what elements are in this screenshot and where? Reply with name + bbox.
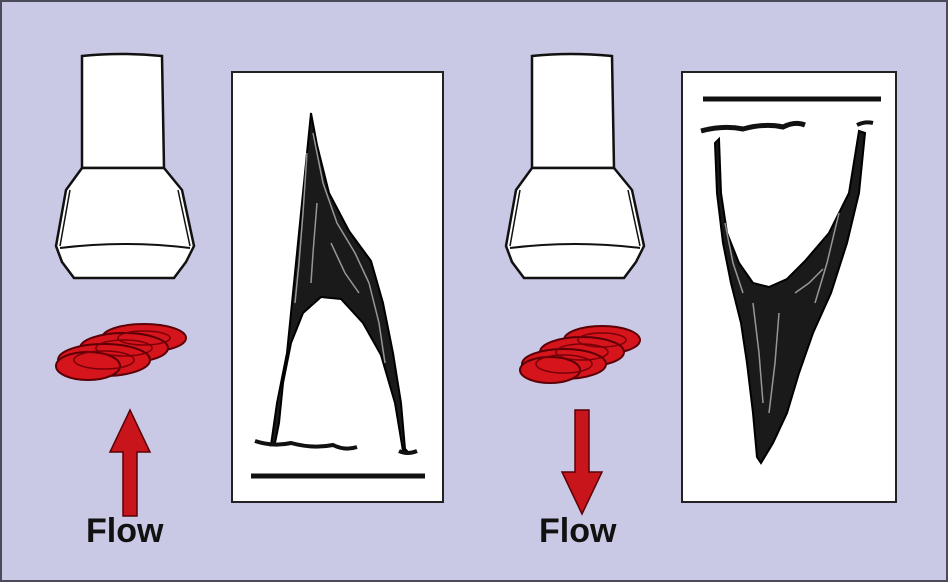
flow-arrow-up-icon — [108, 408, 152, 517]
spectral-waveform-below-baseline — [700, 96, 881, 465]
red-blood-cells-left — [55, 323, 187, 381]
spectral-waveform-panel-right — [681, 71, 897, 503]
flow-arrow-down-icon — [560, 409, 604, 516]
spectral-waveform-panel-left — [231, 71, 444, 503]
ultrasound-transducer-left — [54, 52, 196, 280]
flow-label-left: Flow — [86, 512, 164, 550]
spectral-waveform-above-baseline — [251, 112, 425, 479]
red-blood-cells-right — [519, 325, 641, 384]
flow-label-right: Flow — [539, 512, 617, 550]
ultrasound-transducer-right — [504, 52, 646, 280]
